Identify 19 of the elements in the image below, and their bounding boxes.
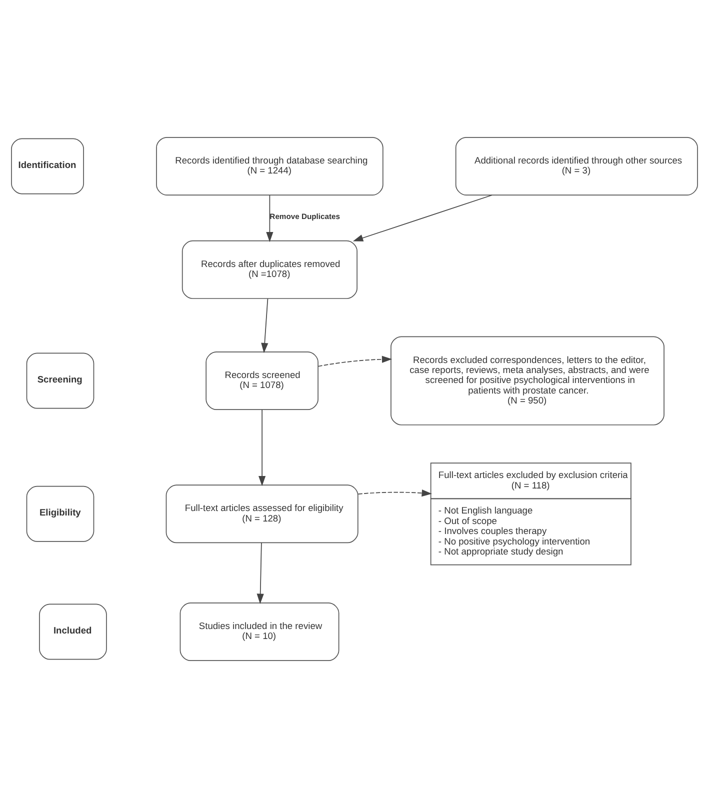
node-box: Full-text articles assessed for eligibility (N = 128) xyxy=(166,484,358,544)
node-box: Screening xyxy=(26,352,94,409)
node-box: Included xyxy=(39,604,107,660)
node-box: Records excluded correspondences, letters to the editor, case reports, reviews, meta analyses, abstracts, and were screened for positive psychological interventions in patients with prostate cancer. (N = 950) xyxy=(390,336,664,426)
node-box: Records screened (N = 1078) xyxy=(206,352,318,410)
node-box: Eligibility xyxy=(26,486,94,542)
node-box: Identification xyxy=(11,138,84,194)
arrow xyxy=(256,542,264,604)
arrow xyxy=(261,298,268,354)
arrow xyxy=(318,356,392,367)
arrow xyxy=(352,194,492,242)
node-box: Records identified through database searching (N = 1244) xyxy=(156,136,384,196)
arrow xyxy=(258,409,266,486)
node-box: Studies included in the review (N = 10) xyxy=(180,602,340,662)
arrow xyxy=(358,490,432,497)
node-box: Additional records identified through other sources (N = 3) xyxy=(455,136,698,196)
edge-label: Remove Duplicates xyxy=(270,212,340,221)
arrow xyxy=(266,194,274,242)
node-box: Records after duplicates removed (N =1078) xyxy=(182,240,358,299)
